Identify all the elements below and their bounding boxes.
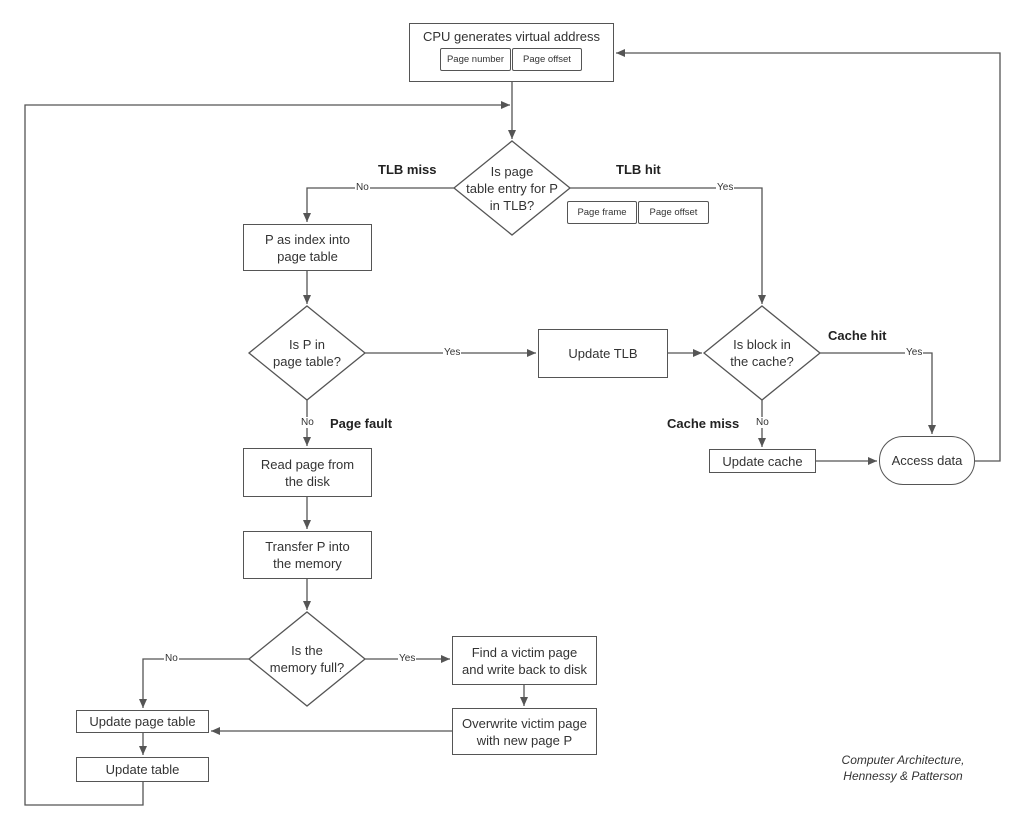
tlb-decision-text: Is page table entry for P in TLB? [466,163,558,213]
edge-label-tlb-yes: Yes [716,182,735,193]
p-index-box: P as index into page table [243,224,372,271]
update-page-table-box: Update page table [76,710,209,733]
edge-label-cache-no: No [755,417,770,428]
edge-label-page-table-yes: Yes [443,347,462,358]
update-cache-box: Update cache [709,449,816,473]
connector-cache-yes [820,352,936,434]
p-in-table-text: Is P in page table? [273,337,341,369]
memory-full-shape [247,611,367,707]
cpu-generates-label: CPU generates virtual address [422,29,601,44]
update-table-box: Update table [76,757,209,782]
source-caption: Computer Architecture, Hennessy & Patter… [841,753,965,783]
access-data-box: Access data [879,436,975,485]
cache-miss-label: Cache miss [667,416,740,431]
connector-memory-no [139,658,249,708]
page-fault-label: Page fault [330,416,393,431]
edge-label-memory-yes: Yes [398,653,417,664]
tlb-miss-label: TLB miss [378,162,437,177]
edge-label-tlb-no: No [355,182,370,193]
overwrite-victim-box: Overwrite victim page with new page P [452,708,597,755]
connector-tlb-no [303,187,454,222]
memory-full-text: Is the memory full? [269,643,345,675]
tlb-decision-shape [452,140,572,236]
update-tlb-box: Update TLB [538,329,668,378]
tlb-hit-label: TLB hit [616,162,661,177]
block-in-cache-text: Is block in the cache? [730,337,794,369]
page-offset-tlb-field: Page offset [638,201,709,224]
find-victim-box: Find a victim page and write back to dis… [452,636,597,685]
page-offset-field: Page offset [512,48,582,71]
edge-label-page-table-no: No [300,417,315,428]
page-number-field: Page number [440,48,511,71]
transfer-p-box: Transfer P into the memory [243,531,372,579]
page-frame-field: Page frame [567,201,637,224]
connector-access-to-cpu [616,49,1001,462]
edge-label-cache-yes: Yes [905,347,924,358]
connector-loop-back [24,101,510,806]
edge-label-memory-no: No [164,653,179,664]
cache-hit-label: Cache hit [828,328,887,343]
connector-tlb-yes [570,187,766,304]
read-page-box: Read page from the disk [243,448,372,497]
